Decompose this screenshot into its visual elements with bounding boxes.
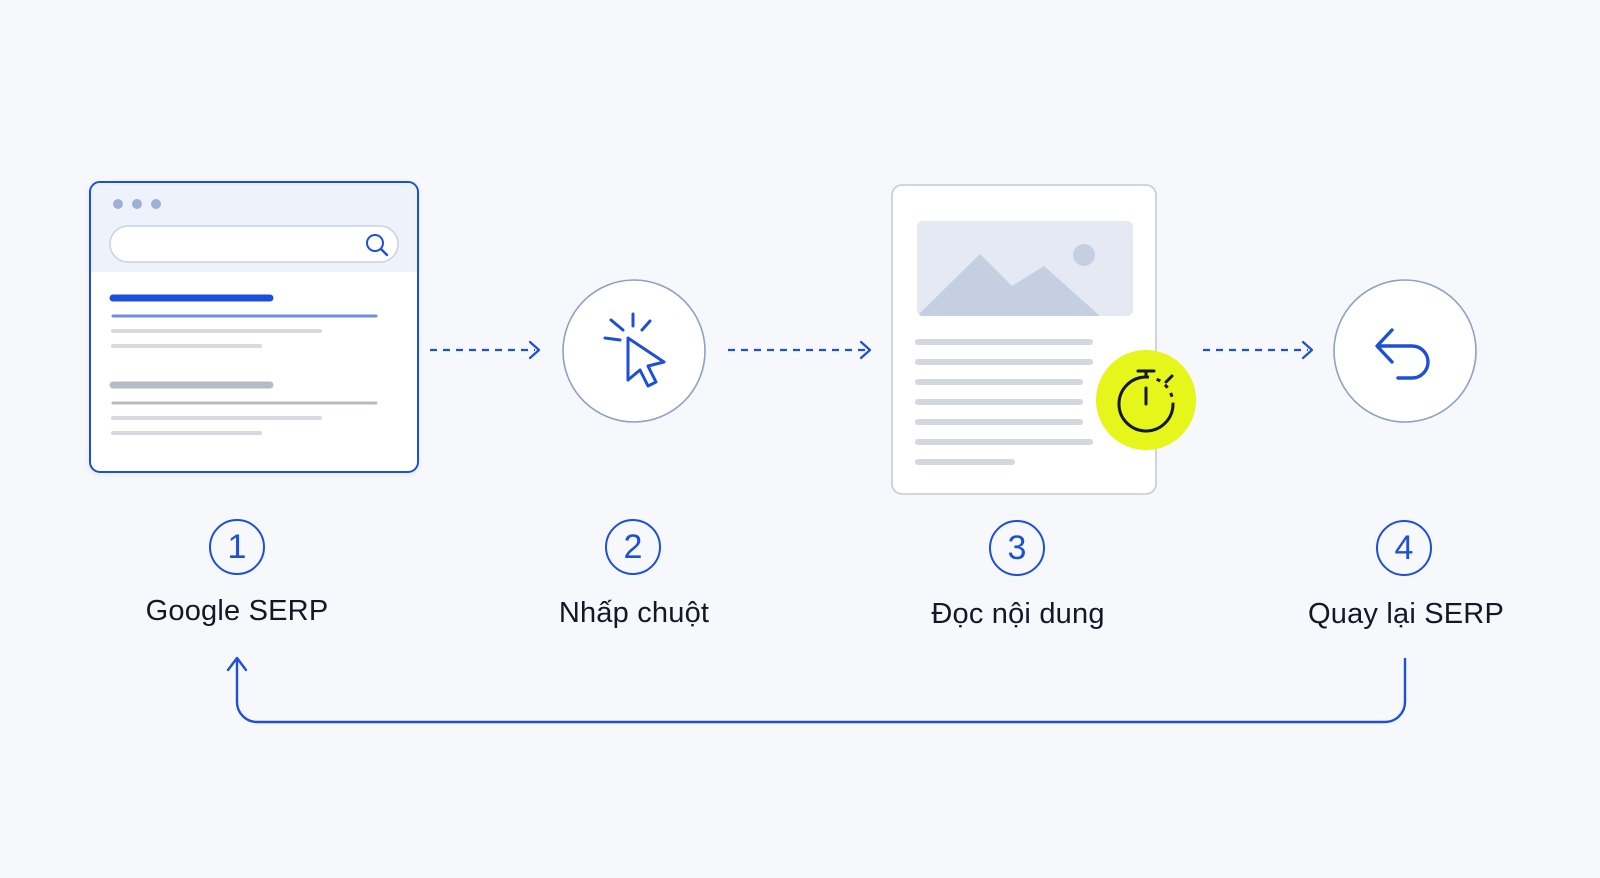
loop-back-arrow bbox=[226, 656, 1407, 724]
step-number-2: 2 bbox=[605, 519, 661, 575]
step-label-1: Google SERP bbox=[145, 595, 329, 627]
article-document-icon bbox=[891, 184, 1157, 495]
step-label-2: Nhấp chuột bbox=[558, 597, 710, 629]
flow-arrow-1-2 bbox=[430, 340, 541, 360]
flow-arrow-2-3 bbox=[728, 340, 872, 360]
step-label-3: Đọc nội dung bbox=[931, 598, 1105, 630]
search-bar bbox=[109, 225, 399, 263]
step-number-3: 3 bbox=[989, 520, 1045, 576]
flow-arrow-3-4 bbox=[1203, 340, 1314, 360]
browser-window-icon bbox=[89, 181, 419, 473]
search-icon bbox=[366, 234, 389, 257]
step-label-4: Quay lại SERP bbox=[1307, 598, 1504, 630]
step-number-1: 1 bbox=[209, 519, 265, 575]
step-number-4: 4 bbox=[1376, 520, 1432, 576]
cursor-click-icon bbox=[562, 279, 706, 423]
stopwatch-icon bbox=[1096, 350, 1196, 450]
return-arrow-icon bbox=[1333, 279, 1477, 423]
